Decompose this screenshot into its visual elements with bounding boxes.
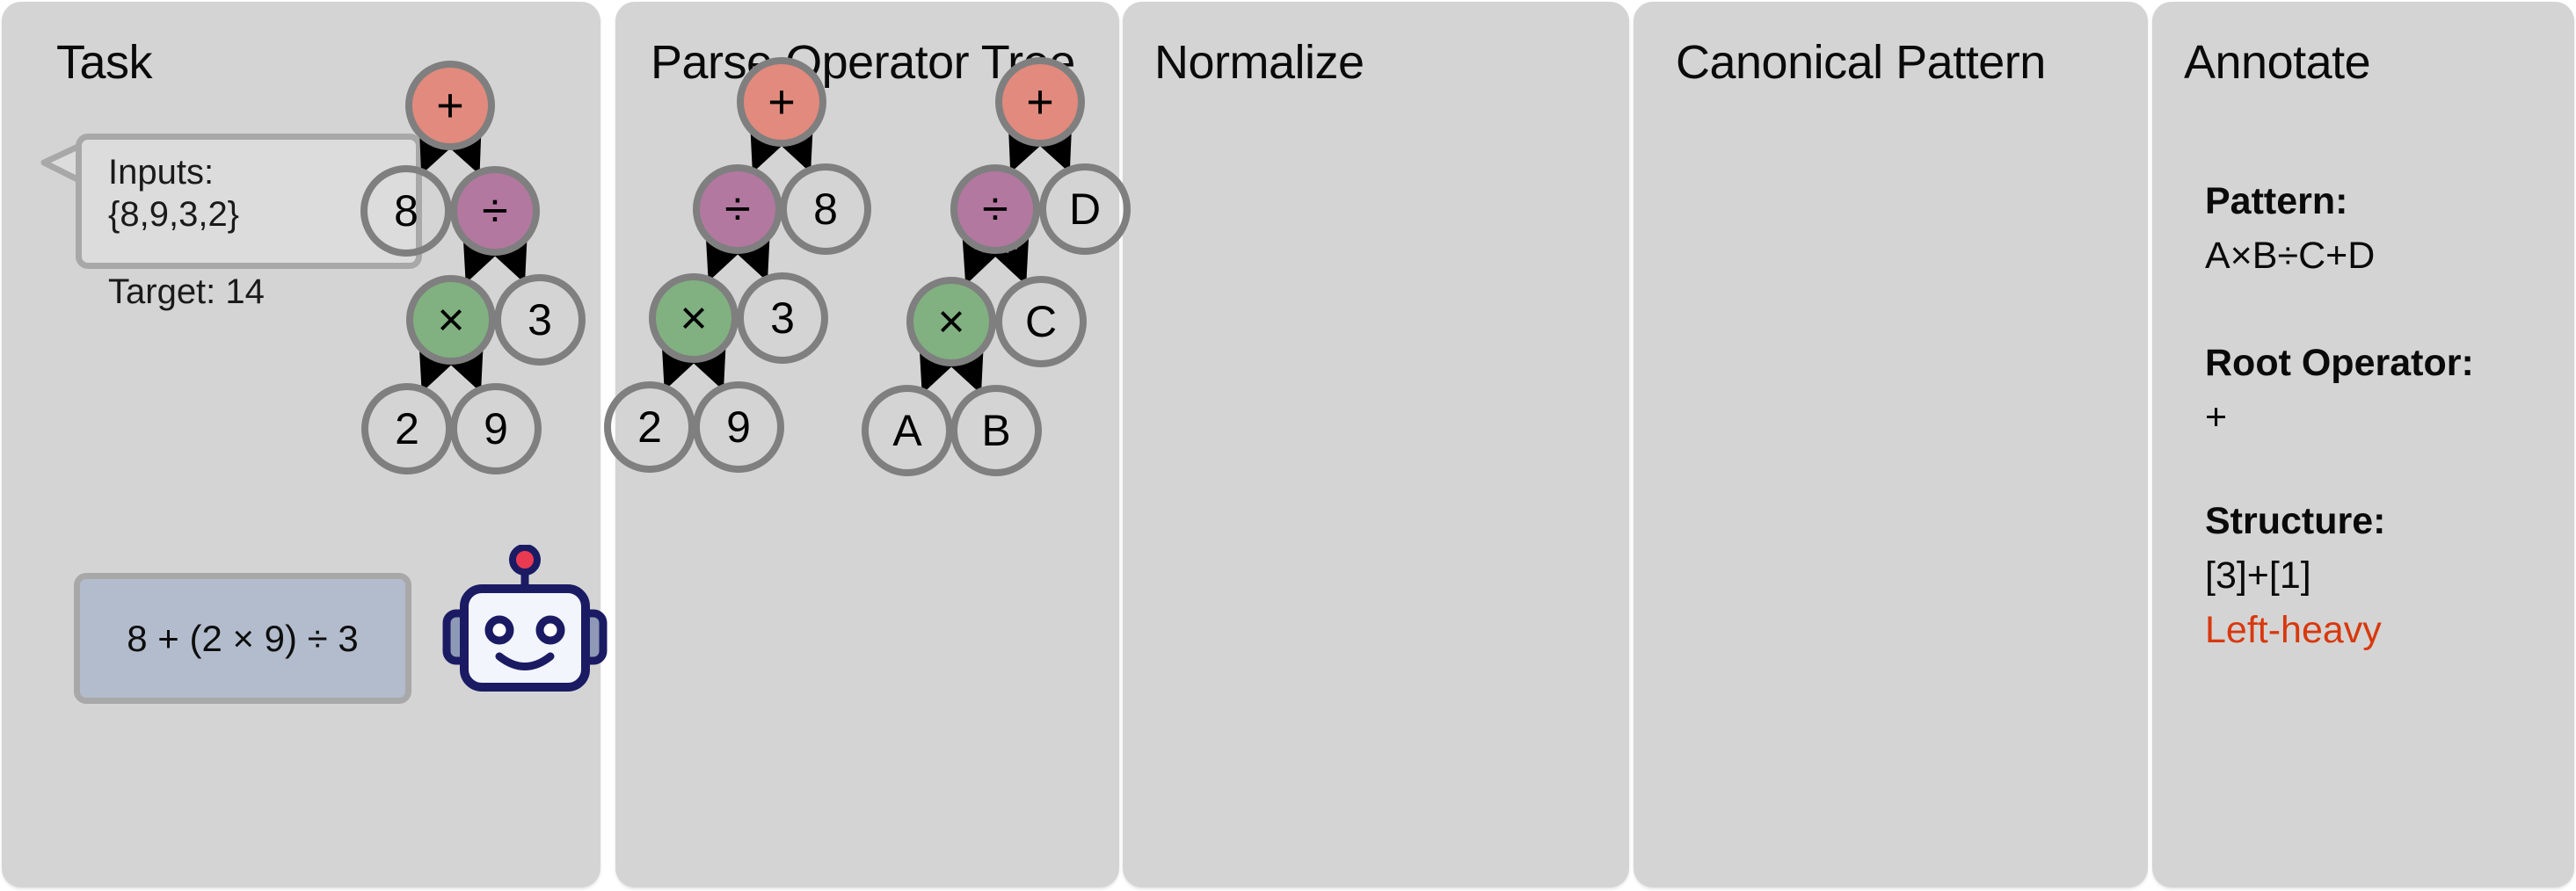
target-line: Target: 14 [108,272,265,311]
panel-parse-operator-tree: Parse Operator Tree [615,2,1119,887]
panel-title-normalize: Normalize [1154,36,1364,89]
annotate-value-pattern: A×B÷C+D [2205,235,2376,277]
task-info-bubble: Inputs: {8,9,3,2} Target: 14 [76,134,422,311]
annotate-label-root-op: Root Operator: [2205,342,2474,384]
annotate-value-structure: [3]+[1] [2205,554,2311,597]
robot-smile [495,652,555,670]
expression-text: 8 + (2 × 9) ÷ 3 [127,617,359,659]
inputs-label: Inputs: [108,153,215,192]
panel-canonical-pattern: Canonical Pattern [1634,2,2148,887]
robot-head [460,584,590,692]
panel-normalize: Normalize [1123,2,1629,887]
panel-title-canonical: Canonical Pattern [1676,36,2046,89]
annotate-label-structure: Structure: [2205,500,2386,542]
annotate-structure-note: Left-heavy [2205,609,2382,651]
panel-task: Task Inputs: {8,9,3,2} Target: 14 8 + (2… [2,2,608,887]
panel-title-task: Task [56,36,153,89]
panel-title-parse: Parse Operator Tree [651,36,1075,89]
robot-antenna-bulb [509,545,541,576]
panel-annotate: Annotate Pattern: A×B÷C+D Root Operator:… [2152,2,2574,887]
panel-title-annotate: Annotate [2184,36,2371,89]
expression-bubble: 8 + (2 × 9) ÷ 3 [74,573,411,704]
annotate-value-root-op: + [2205,396,2228,438]
inputs-value: {8,9,3,2} [108,195,240,234]
robot-left-eye [484,615,514,645]
robot-icon [442,545,608,692]
annotate-label-pattern: Pattern: [2205,180,2348,222]
robot-right-eye [535,615,565,645]
